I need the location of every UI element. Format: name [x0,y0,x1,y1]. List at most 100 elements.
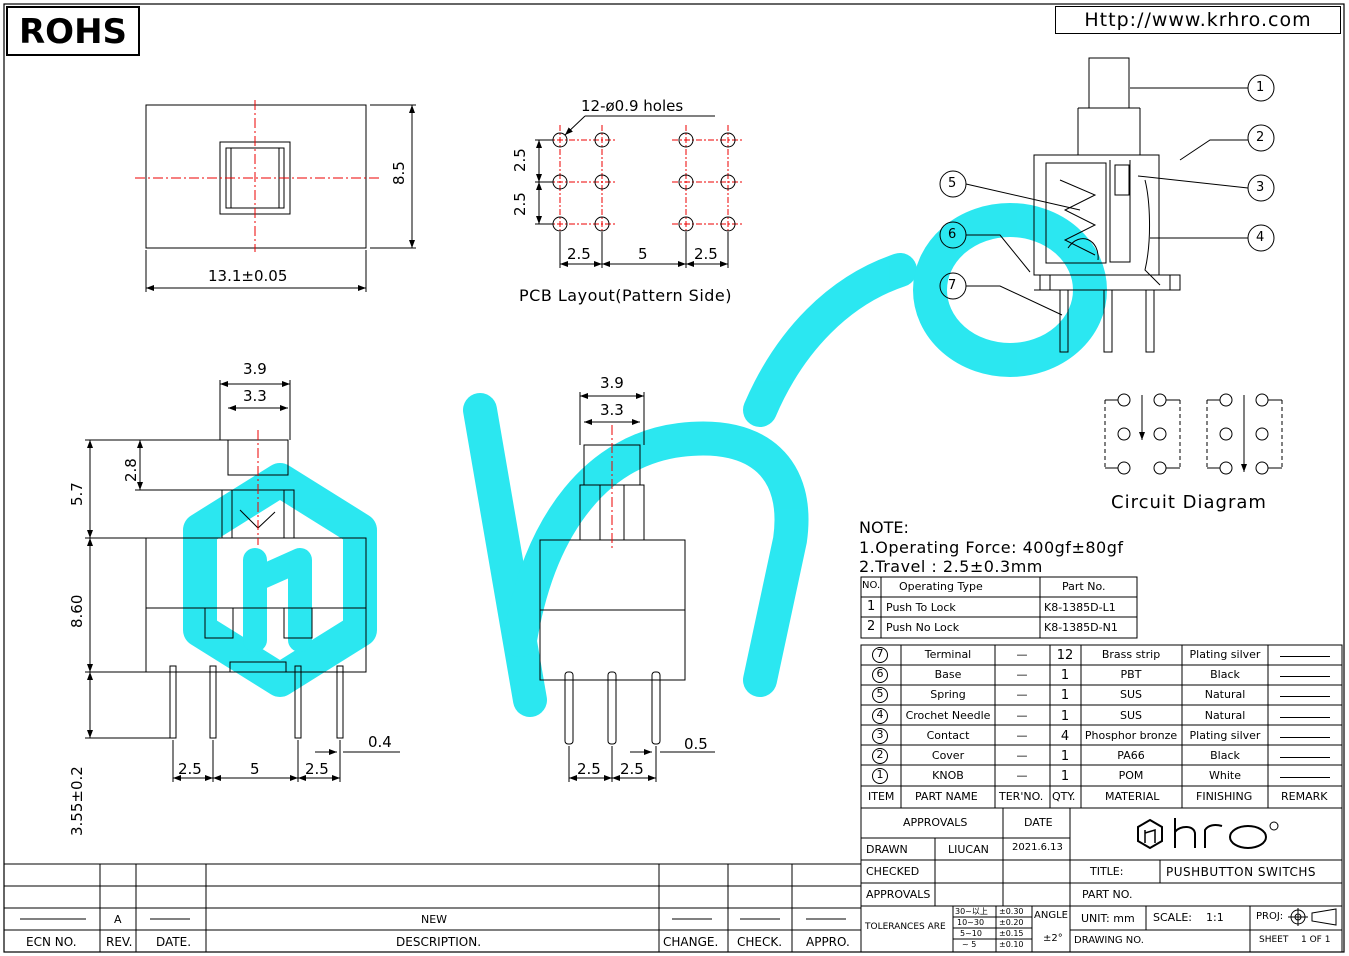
bom-finishing-2: Black [1210,668,1240,682]
revision-block [4,863,861,952]
bom-table [860,644,1343,809]
rev-header-change: CHANGE. [663,935,719,949]
bom-material-5: Phosphor bronze [1084,728,1178,742]
side-dim-3-3: 3.3 [600,401,624,419]
rev-header-date: DATE. [156,935,192,949]
bom-ter-4: — [1016,708,1028,722]
tb-tol-range-2: 10~30 [957,918,985,927]
tb-date: DATE [1024,816,1053,829]
bom-remark-2 [1280,669,1330,678]
tb-title-value: PUSHBUTTON SWITCHS [1166,865,1317,879]
bom-ter-7: — [1016,769,1028,783]
tb-drawn-by: LIUCAN [948,843,989,856]
tb-sheet-value: 1 OF 1 [1301,935,1331,945]
tb-tol-range-1: 30~以上 [955,907,988,916]
side-dim-0-5: 0.5 [684,735,708,753]
part-table-header-partno: Part No. [1062,580,1106,593]
rohs-badge: ROHS [6,6,140,56]
part-row-2-no: 2 [867,619,876,634]
tb-angle-value: ±2° [1043,933,1063,944]
callout-2: 2 [1256,130,1265,145]
front-bottom-dim-1: 2.5 [178,760,202,778]
bom-header-item: ITEM [868,790,895,803]
bom-item-6: 2 [872,748,888,764]
bom-finishing-1: Plating silver [1189,648,1261,661]
rev-value: A [114,913,122,926]
bom-header-qty: QTY. [1052,790,1076,803]
bom-item-5: 3 [872,727,888,744]
side-dim-3-9: 3.9 [600,374,624,392]
part-row-1-part: K8-1385D-L1 [1044,601,1116,614]
rev-header-ecn: ECN NO. [26,935,77,949]
bom-qty-1: 12 [1056,648,1074,663]
callout-6: 6 [948,227,957,242]
callout-4: 4 [1256,230,1265,245]
note-title: NOTE: [859,518,909,537]
rev-header-desc: DESCRIPTION. [396,935,482,949]
pcb-h-dim-1: 2.5 [567,245,591,263]
part-table-header-type: Operating Type [899,580,983,593]
bom-material-4: SUS [1119,708,1143,722]
tb-tol-value-3: ±0.15 [999,929,1024,938]
front-dim-2-8: 2.8 [122,458,140,482]
tb-drawn-date: 2021.6.13 [1012,842,1063,853]
bom-remark-1 [1280,649,1330,657]
projection-symbol-icon [1288,908,1337,926]
pcb-h-dim-2: 5 [638,245,648,263]
tb-tol-value-4: ±0.10 [999,940,1024,949]
bom-header-remark: REMARK [1281,790,1328,803]
bom-ter-1: — [1016,648,1028,661]
side-bottom-dim-2: 2.5 [620,760,644,778]
bom-header-name: PART NAME [915,790,978,803]
tb-tol-range-3: 5~10 [960,929,982,938]
bom-item-4: 4 [872,707,888,724]
bom-name-5: Contact [926,728,970,742]
tb-tol-range-4: ~ 5 [962,940,977,949]
bom-ter-3: — [1016,688,1028,702]
tb-checked: CHECKED [866,865,920,878]
front-dim-3-9: 3.9 [243,360,267,378]
bom-qty-7: 1 [1060,769,1070,785]
pcb-caption: PCB Layout(Pattern Side) [519,286,733,305]
bom-name-4: Crochet Needle [905,708,991,722]
bom-ter-2: — [1016,668,1028,682]
pcb-v-dim-1: 2.5 [511,148,529,172]
callout-1: 1 [1256,80,1265,95]
bom-material-3: SUS [1119,688,1143,702]
tb-unit: UNIT: mm [1081,912,1135,925]
bom-ter-6: — [1016,749,1028,762]
part-row-2-part: K8-1385D-N1 [1044,621,1118,634]
top-view [135,100,416,292]
tb-title-label: TITLE: [1090,865,1124,878]
bom-item-1: 7 [872,647,888,663]
title-block [860,807,1343,953]
bom-qty-4: 1 [1060,708,1070,724]
bom-name-7: KNOB [932,769,964,783]
bom-qty-2: 1 [1060,668,1070,684]
bom-header-finishing: FINISHING [1196,790,1253,803]
bom-finishing-3: Natural [1204,688,1246,702]
side-bottom-dim-1: 2.5 [577,760,601,778]
bom-ter-5: — [1016,728,1028,742]
tb-approvals-2: APPROVALS [866,888,931,901]
tb-scale-label: SCALE: [1153,911,1192,924]
front-bottom-dim-2: 5 [250,760,260,778]
tb-part-no-label: PART NO. [1082,888,1133,901]
bom-remark-5 [1280,730,1330,738]
bom-finishing-5: Plating silver [1189,728,1261,742]
website-url[interactable]: Http://www.krhro.com [1055,6,1341,34]
tb-drawing-no-label: DRAWING NO. [1074,935,1144,946]
bom-name-1: Terminal [924,648,972,661]
front-dim-3-55: 3.55±0.2 [68,766,86,836]
circuit-diagram [1104,393,1283,475]
bom-remark-7 [1280,770,1330,779]
bom-remark-6 [1280,750,1330,758]
rev-header-rev: REV. [106,935,133,949]
bom-item-7: 1 [872,768,888,785]
top-height-dim: 8.5 [390,161,408,185]
bom-finishing-4: Natural [1204,708,1246,722]
bom-name-3: Spring [930,688,966,702]
bom-qty-5: 4 [1060,728,1070,744]
front-bottom-dim-3: 2.5 [305,760,329,778]
